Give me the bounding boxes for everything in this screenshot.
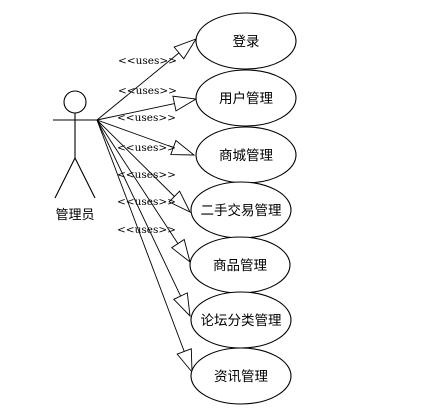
use-case-label-forum-category-management: 论坛分类管理 xyxy=(201,313,282,329)
use-case-label-news-management: 资讯管理 xyxy=(214,369,268,385)
stereotype-label-forum-category-management: <<uses>> xyxy=(117,196,176,208)
stereotype-label-login: <<uses>> xyxy=(118,55,177,67)
association-line-mall-management xyxy=(96,119,174,148)
use-case-ellipse-news-management xyxy=(190,347,292,405)
use-case-label-product-management: 商品管理 xyxy=(213,258,267,274)
use-case-product-management: 商品管理 xyxy=(189,236,291,294)
use-case-second-hand-trade-management: 二手交易管理 xyxy=(190,181,292,239)
association-arrowhead-product-management xyxy=(170,238,191,264)
use-case-login: 登录 xyxy=(195,12,297,70)
use-case-news-management: 资讯管理 xyxy=(190,347,292,405)
use-case-ellipse-login xyxy=(195,12,297,70)
use-case-forum-category-management: 论坛分类管理 xyxy=(190,291,292,349)
actor-administrator: 管理员 xyxy=(53,90,97,223)
stereotype-label-product-management: <<uses>> xyxy=(117,169,176,181)
use-case-label-user-management: 用户管理 xyxy=(219,90,273,107)
association-line-news-management xyxy=(96,119,185,352)
use-case-label-mall-management: 商城管理 xyxy=(219,148,273,164)
association-line-forum-category-management xyxy=(96,119,182,297)
use-case-ellipse-user-management xyxy=(195,69,297,127)
association-arrowhead-login xyxy=(173,38,198,60)
actor-right-leg xyxy=(74,157,96,199)
stereotype-label-mall-management: <<uses>> xyxy=(117,112,176,124)
stereotype-label-user-management: <<uses>> xyxy=(118,85,177,97)
association-line-login xyxy=(96,52,180,121)
association-line-user-management xyxy=(96,103,175,121)
association-arrowhead-mall-management xyxy=(170,139,196,156)
association-arrowhead-second-hand-trade-management xyxy=(168,190,191,213)
stereotype-label-second-hand-trade-management: <<uses>> xyxy=(117,142,176,154)
use-case-label-login: 登录 xyxy=(233,34,260,50)
association-arrowhead-user-management xyxy=(172,95,198,112)
association-arrowhead-news-management xyxy=(176,348,193,374)
use-case-user-management: 用户管理 xyxy=(195,69,297,127)
actor-head xyxy=(63,90,87,114)
stereotype-label-news-management: <<uses>> xyxy=(117,224,176,236)
actor-label: 管理员 xyxy=(55,208,94,223)
use-case-label-second-hand-trade-management: 二手交易管理 xyxy=(201,202,282,219)
association-line-product-management xyxy=(96,119,179,244)
association-arrowhead-forum-category-management xyxy=(173,292,191,318)
actor-left-leg xyxy=(54,157,76,199)
association-line-second-hand-trade-management xyxy=(96,119,175,197)
association-group: <<uses>> <<uses>> <<uses>> <<uses>> <<uses>>… xyxy=(96,38,198,374)
use-case-mall-management: 商城管理 xyxy=(195,126,297,184)
